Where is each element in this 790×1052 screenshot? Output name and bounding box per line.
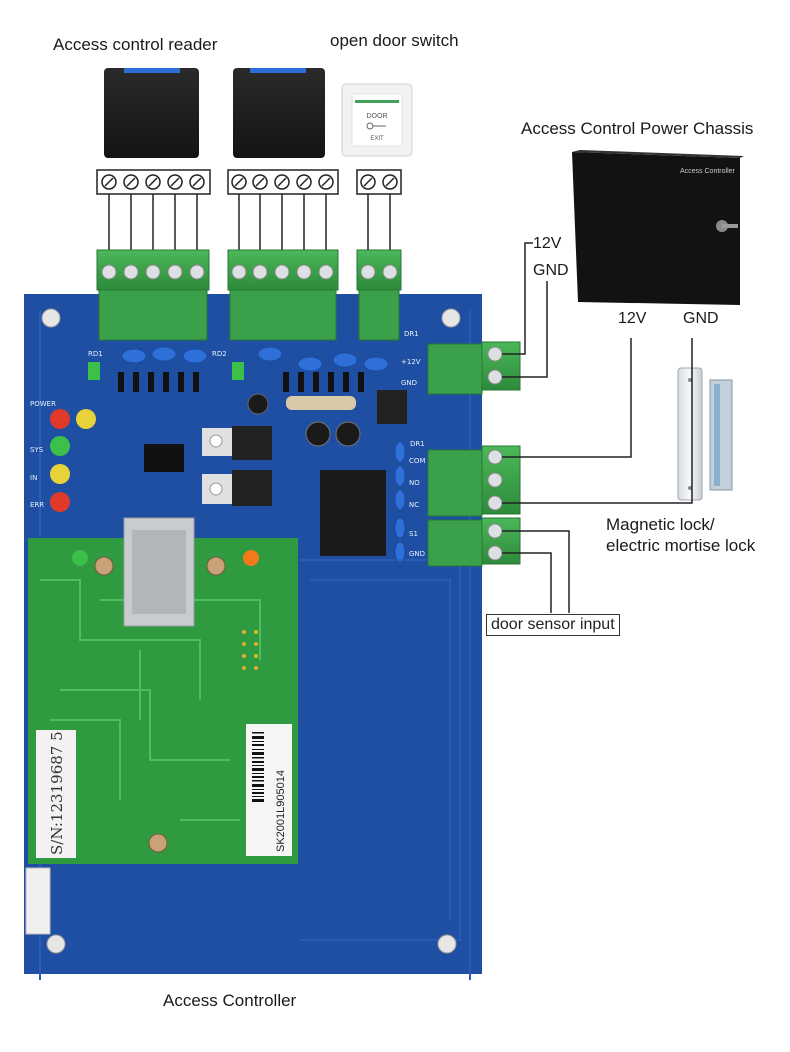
- chassis-12v-label: 12V: [533, 235, 562, 252]
- reader1-terminal: [96, 249, 210, 341]
- controller-label: Access Controller: [163, 991, 297, 1010]
- mag-lock-label-line1: Magnetic lock/: [606, 515, 715, 534]
- board-in: IN: [30, 474, 37, 482]
- reader-2: [233, 68, 325, 158]
- screw-terminal-strip-2: [227, 169, 339, 195]
- exit-button-top-text: DOOR: [367, 113, 388, 120]
- board-err: ERR: [30, 501, 44, 509]
- door-sensor-label: door sensor input: [486, 614, 620, 636]
- board-rd1: RD1: [88, 350, 103, 358]
- board-power: POWER: [30, 400, 56, 408]
- board-no: NO: [409, 479, 420, 487]
- board-gnd: GND: [401, 379, 417, 387]
- reader-label: Access control reader: [53, 35, 218, 54]
- lock-12v-label: 12V: [618, 310, 647, 327]
- power-wires: [502, 242, 693, 613]
- exit-button: DOOR EXIT: [341, 83, 413, 157]
- magnetic-lock: [677, 367, 733, 501]
- screw-terminal-strip-3: [356, 169, 402, 195]
- board-gnd2: GND: [409, 550, 425, 558]
- reader2-terminal: [227, 249, 339, 341]
- board-rd2: RD2: [212, 350, 227, 358]
- board-com: COM: [409, 457, 425, 465]
- exit-switch-terminal: [356, 249, 402, 341]
- power-terminal: [427, 341, 521, 395]
- controller-pcb: RD1 RD2 DR1 POWER SYS IN ERR +12V GND DR…: [24, 294, 482, 980]
- board-dr1-top: DR1: [404, 330, 419, 338]
- board-12v: +12V: [401, 358, 421, 366]
- screw-terminal-strip-1: [96, 169, 211, 195]
- chassis-gnd-label: GND: [533, 262, 569, 279]
- barcode-text: SK2001L905014: [275, 770, 287, 852]
- lock-gnd-label: GND: [683, 310, 719, 327]
- board-dr1-mid: DR1: [410, 440, 425, 448]
- sensor-terminal: [427, 517, 521, 567]
- exit-button-bottom-text: EXIT: [370, 136, 384, 142]
- board-nc: NC: [409, 501, 419, 509]
- power-chassis-label: Access Control Power Chassis: [521, 119, 754, 138]
- power-chassis: Access Controller: [572, 150, 744, 305]
- serial-number: S/N:12319687 5: [48, 731, 66, 855]
- reader-1: [104, 68, 199, 158]
- door-switch-label: open door switch: [330, 31, 459, 50]
- chassis-plate-text: Access Controller: [680, 168, 736, 175]
- board-s1: S1: [409, 530, 418, 538]
- board-sys: SYS: [30, 446, 44, 454]
- mag-lock-label-line2: electric mortise lock: [606, 536, 756, 555]
